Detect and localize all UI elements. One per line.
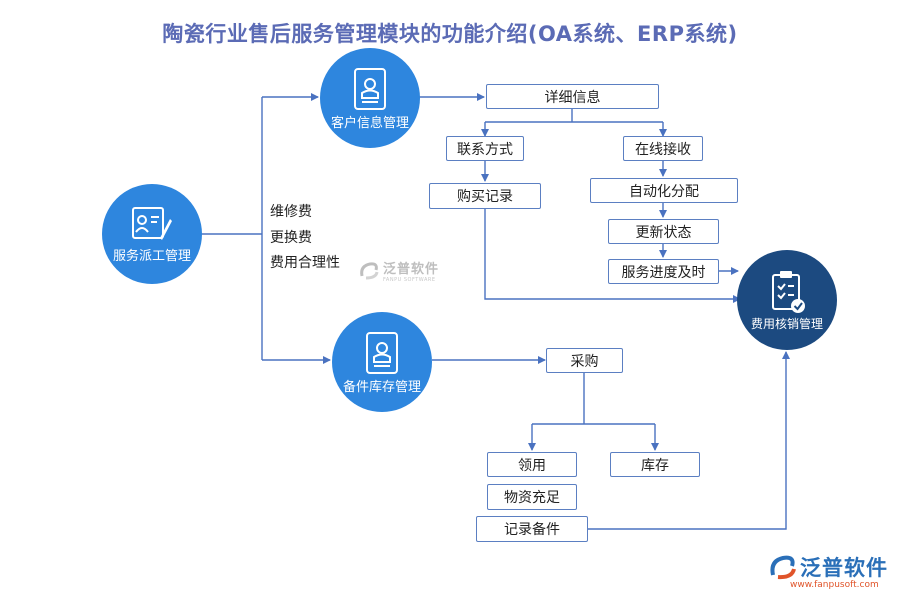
purchase-record-box[interactable]: 购买记录	[429, 183, 541, 209]
details-box[interactable]: 详细信息	[486, 84, 659, 109]
logo-text: 泛普软件	[800, 556, 888, 580]
requisition-box[interactable]: 领用	[487, 452, 577, 477]
fanpu-logo-icon	[360, 261, 379, 279]
fee-repair: 维修费	[270, 204, 312, 220]
procurement-box[interactable]: 采购	[546, 348, 623, 373]
contact-box[interactable]: 联系方式	[446, 136, 524, 161]
fee-writeoff-label: 费用核销管理	[750, 316, 823, 331]
update-status-box[interactable]: 更新状态	[608, 219, 719, 244]
fee-replacement: 更换费	[270, 230, 312, 246]
center-watermark: 泛普软件 FANPU SOFTWARE	[358, 258, 439, 283]
customer-info-node[interactable]: 客户信息管理	[320, 48, 420, 148]
page-title: 陶瓷行业售后服务管理模块的功能介绍(OA系统、ERP系统)	[162, 22, 738, 46]
document-user-icon	[354, 67, 386, 110]
service-dispatch-label: 服务派工管理	[112, 248, 191, 264]
spare-inventory-label: 备件库存管理	[342, 379, 421, 395]
record-spares-box[interactable]: 记录备件	[476, 516, 588, 542]
service-dispatch-node[interactable]: 服务派工管理	[102, 184, 202, 284]
brand-logo: 泛普软件	[768, 552, 888, 582]
id-card-pen-icon	[132, 206, 172, 240]
spare-inventory-node[interactable]: 备件库存管理	[332, 312, 432, 412]
fanpu-logo-icon	[770, 555, 796, 580]
clipboard-check-icon	[772, 270, 805, 313]
watermark-subtext: FANPU SOFTWARE	[383, 277, 436, 283]
auto-assign-box[interactable]: 自动化分配	[590, 178, 738, 203]
supplies-sufficient-box[interactable]: 物资充足	[487, 484, 577, 510]
fee-writeoff-node[interactable]: 费用核销管理	[737, 250, 837, 350]
online-receive-box[interactable]: 在线接收	[623, 136, 703, 161]
service-progress-box[interactable]: 服务进度及时	[608, 259, 719, 284]
fee-reasonableness: 费用合理性	[270, 255, 340, 271]
document-stamp-icon	[366, 331, 398, 374]
watermark-text: 泛普软件	[383, 262, 440, 277]
stock-box[interactable]: 库存	[610, 452, 700, 477]
customer-info-label: 客户信息管理	[330, 115, 409, 131]
logo-url: www.fanpusoft.com	[790, 580, 879, 590]
